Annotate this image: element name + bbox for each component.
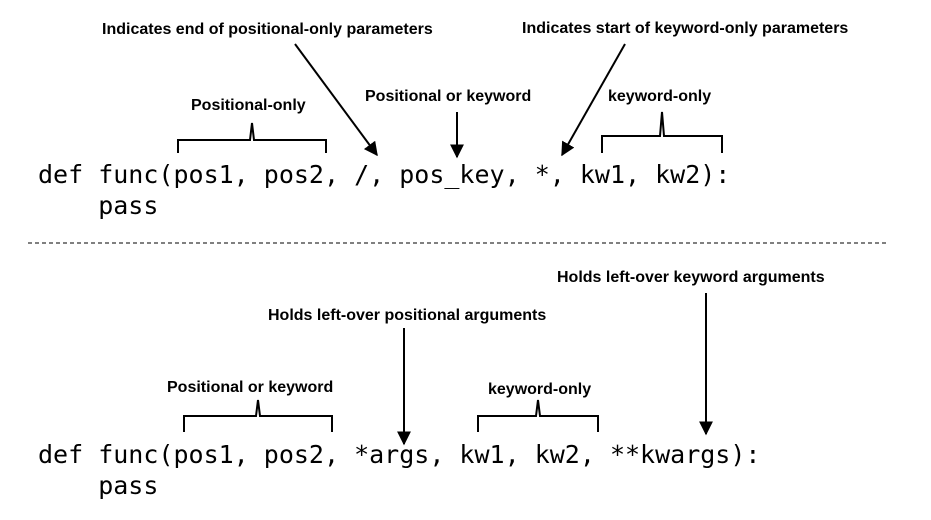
positional-only-brace <box>177 122 327 153</box>
positional-or-keyword-label-bottom: Positional or keyword <box>167 379 334 396</box>
positional-or-keyword-brace <box>183 399 333 432</box>
end-positional-only-arrow <box>294 43 378 157</box>
keyword-only-label: keyword-only <box>608 88 712 105</box>
code-line-def-bottom: def func(pos1, pos2, *args, kw1, kw2, **… <box>38 440 761 469</box>
keyword-only-brace <box>601 111 723 153</box>
leftover-keyword-label: Holds left-over keyword arguments <box>557 269 825 286</box>
end-positional-only-label: Indicates end of positional-only paramet… <box>102 21 433 38</box>
keyword-only-label-bottom: keyword-only <box>488 381 592 398</box>
code-line-def-top: def func(pos1, pos2, /, pos_key, *, kw1,… <box>38 160 731 189</box>
positional-only-label: Positional-only <box>191 97 306 114</box>
leftover-positional-label: Holds left-over positional arguments <box>268 307 547 324</box>
positional-or-keyword-label: Positional or keyword <box>365 88 532 105</box>
code-line-pass-bottom: pass <box>38 471 159 500</box>
start-keyword-only-label: Indicates start of keyword-only paramete… <box>522 20 849 37</box>
start-keyword-only-arrow <box>561 43 626 157</box>
code-line-pass-top: pass <box>38 191 159 220</box>
keyword-only-brace-bottom <box>477 399 599 432</box>
